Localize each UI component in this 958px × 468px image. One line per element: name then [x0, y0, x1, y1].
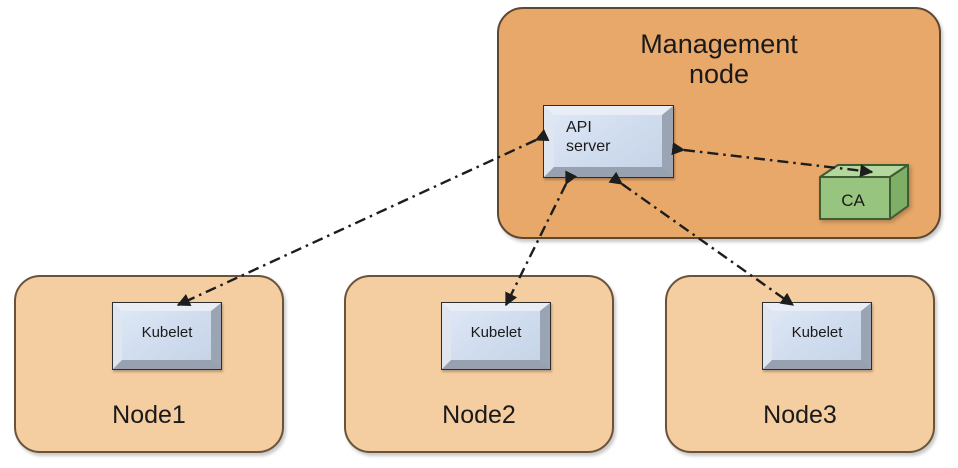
management-node-label: Management node	[640, 29, 798, 90]
ca-box-shape	[819, 164, 909, 220]
kubelet-label-node1: Kubelet	[141, 324, 193, 341]
kubelet-box-node3-inner	[763, 303, 871, 369]
ca-box[interactable]: CA	[818, 163, 910, 221]
kubelet-box-node3[interactable]: Kubelet	[762, 302, 872, 370]
kubelet-box-node1-inner	[113, 303, 221, 369]
worker-node-2-label: Node2	[442, 401, 516, 429]
kubelet-label-node3: Kubelet	[791, 324, 843, 341]
kubelet-box-node2[interactable]: Kubelet	[441, 302, 551, 370]
api-server-box[interactable]: API server	[543, 105, 674, 178]
kubelet-box-node1[interactable]: Kubelet	[112, 302, 222, 370]
api-server-label: API server	[566, 119, 611, 155]
worker-node-1-label: Node1	[112, 401, 186, 429]
kubelet-label-node2: Kubelet	[470, 324, 522, 341]
kubelet-box-node2-inner	[442, 303, 550, 369]
worker-node-3-label: Node3	[763, 401, 837, 429]
